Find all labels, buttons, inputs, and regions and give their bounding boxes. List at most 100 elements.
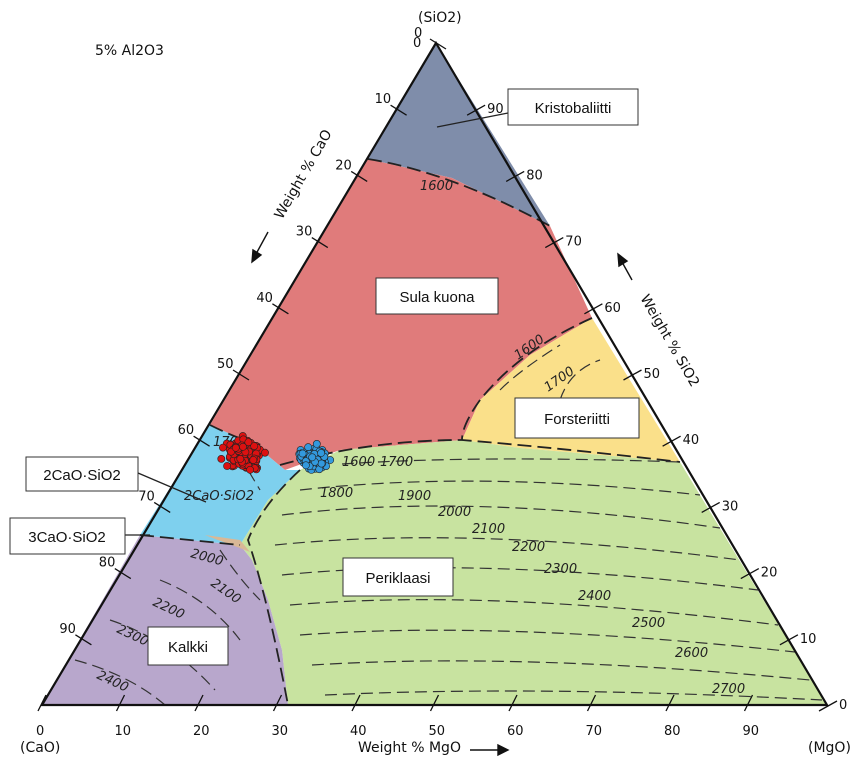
scatter-series-red: [217, 432, 269, 474]
cao-tick-label: 40: [256, 291, 273, 306]
phase-boundaries: [139, 158, 681, 706]
isotherm-curves: [74, 344, 823, 706]
data-point: [317, 449, 325, 457]
cao-tick-label: 90: [59, 622, 76, 637]
tick: [429, 694, 440, 712]
al2o3-note: 5% Al2O3: [95, 43, 164, 59]
isotherm-label: 2000: [438, 505, 471, 520]
isotherm-label: 2200: [512, 540, 545, 555]
tick: [114, 568, 132, 580]
data-point: [231, 443, 240, 452]
leader-lines: [125, 112, 509, 536]
data-point: [298, 449, 307, 458]
tick: [544, 237, 564, 249]
sio2-tick-label: 10: [800, 632, 817, 647]
mgo-tick-label: 70: [586, 724, 603, 739]
sio2-tick-label: 20: [761, 566, 778, 581]
label-kalkki: Kalkki: [147, 626, 229, 666]
svg-text:Forsteriitti: Forsteriitti: [544, 411, 610, 428]
data-point: [308, 453, 317, 462]
tick: [37, 694, 47, 712]
tick: [75, 634, 92, 646]
vertex-cao-label: (CaO): [20, 740, 60, 756]
data-point: [249, 456, 258, 464]
tick: [193, 435, 210, 447]
cao-tick-label: 80: [99, 556, 116, 571]
label-kristobaliitti: Kristobaliitti: [507, 88, 639, 126]
tick: [272, 694, 283, 712]
sio2-tick-label: 40: [683, 433, 700, 448]
data-point: [250, 442, 259, 450]
sio2-tick-label: 80: [526, 168, 543, 183]
tick: [701, 501, 721, 513]
region-periklaasi: [240, 440, 827, 705]
tick: [272, 303, 289, 315]
region-3cao-sio2: [205, 535, 250, 552]
label-periklaasi: Periklaasi: [342, 557, 454, 597]
tick: [818, 700, 838, 712]
vertex-mgo-label: (MgO): [808, 740, 851, 756]
tick: [508, 694, 518, 712]
cao-axis-title: Weight % CaO: [272, 127, 336, 222]
tick: [429, 38, 447, 50]
mgo-tick-label: 60: [507, 724, 524, 739]
tick: [584, 303, 603, 315]
data-point: [304, 443, 313, 452]
sio2-tick-label: 90: [487, 102, 504, 117]
mgo-tick-label: 40: [350, 724, 367, 739]
tick: [779, 634, 799, 646]
mgo-tick-label: 20: [193, 724, 210, 739]
cao-tick-label: 30: [296, 225, 313, 240]
isotherm-label: 1600: [342, 455, 375, 470]
data-point: [244, 438, 253, 447]
label-sula-kuona: Sula kuona: [375, 277, 499, 315]
data-point: [236, 454, 245, 463]
cao-tick-label: 20: [335, 158, 352, 173]
tick: [665, 694, 675, 712]
mgo-axis-title: Weight % MgO: [358, 740, 461, 756]
vertex-sio2-label: (SiO2): [418, 10, 462, 26]
tick: [350, 170, 368, 182]
isotherm-label: 1900: [398, 489, 431, 504]
tick: [390, 104, 407, 116]
axis-arrows: [251, 231, 633, 757]
mgo-tick-label: 50: [429, 724, 446, 739]
cao-tick-label: 50: [217, 357, 234, 372]
data-point: [217, 454, 226, 463]
isotherm-label: 1600: [420, 179, 453, 194]
isotherm-label: 2600: [675, 646, 708, 661]
tick: [153, 501, 171, 513]
data-point: [261, 448, 269, 457]
region-kalkki: [42, 535, 288, 705]
isotherm-label: 2100: [472, 522, 505, 537]
data-point: [246, 465, 254, 474]
isotherm-label: 2400: [578, 589, 611, 604]
label-2cao-sio2: 2CaO·SiO2: [25, 456, 139, 492]
tick: [662, 435, 681, 447]
isotherm-label: 2500: [632, 616, 665, 631]
isotherm-label: 2300: [544, 562, 577, 577]
sio2-tick-label: 0: [839, 698, 847, 713]
svg-text:3CaO·SiO2: 3CaO·SiO2: [28, 529, 106, 546]
tick: [586, 694, 597, 712]
tick: [194, 694, 204, 712]
mgo-tick-label: 80: [664, 724, 681, 739]
data-point: [223, 462, 231, 470]
sio2-tick-label: 30: [722, 499, 739, 514]
svg-text:Kalkki: Kalkki: [168, 639, 208, 656]
svg-text:Kristobaliitti: Kristobaliitti: [535, 100, 612, 117]
cao-tick-label: 10: [375, 92, 392, 107]
mgo-tick-label: 90: [743, 724, 760, 739]
label-forsteriitti: Forsteriitti: [514, 397, 640, 439]
cao-tick-label: 70: [138, 489, 155, 504]
region-kristobaliitti: [368, 43, 550, 226]
cao-tick-label: 0: [414, 26, 422, 41]
tick: [311, 237, 329, 249]
sio2-tick-label: 70: [565, 235, 582, 250]
svg-text:Periklaasi: Periklaasi: [365, 570, 430, 587]
data-point: [312, 439, 321, 448]
